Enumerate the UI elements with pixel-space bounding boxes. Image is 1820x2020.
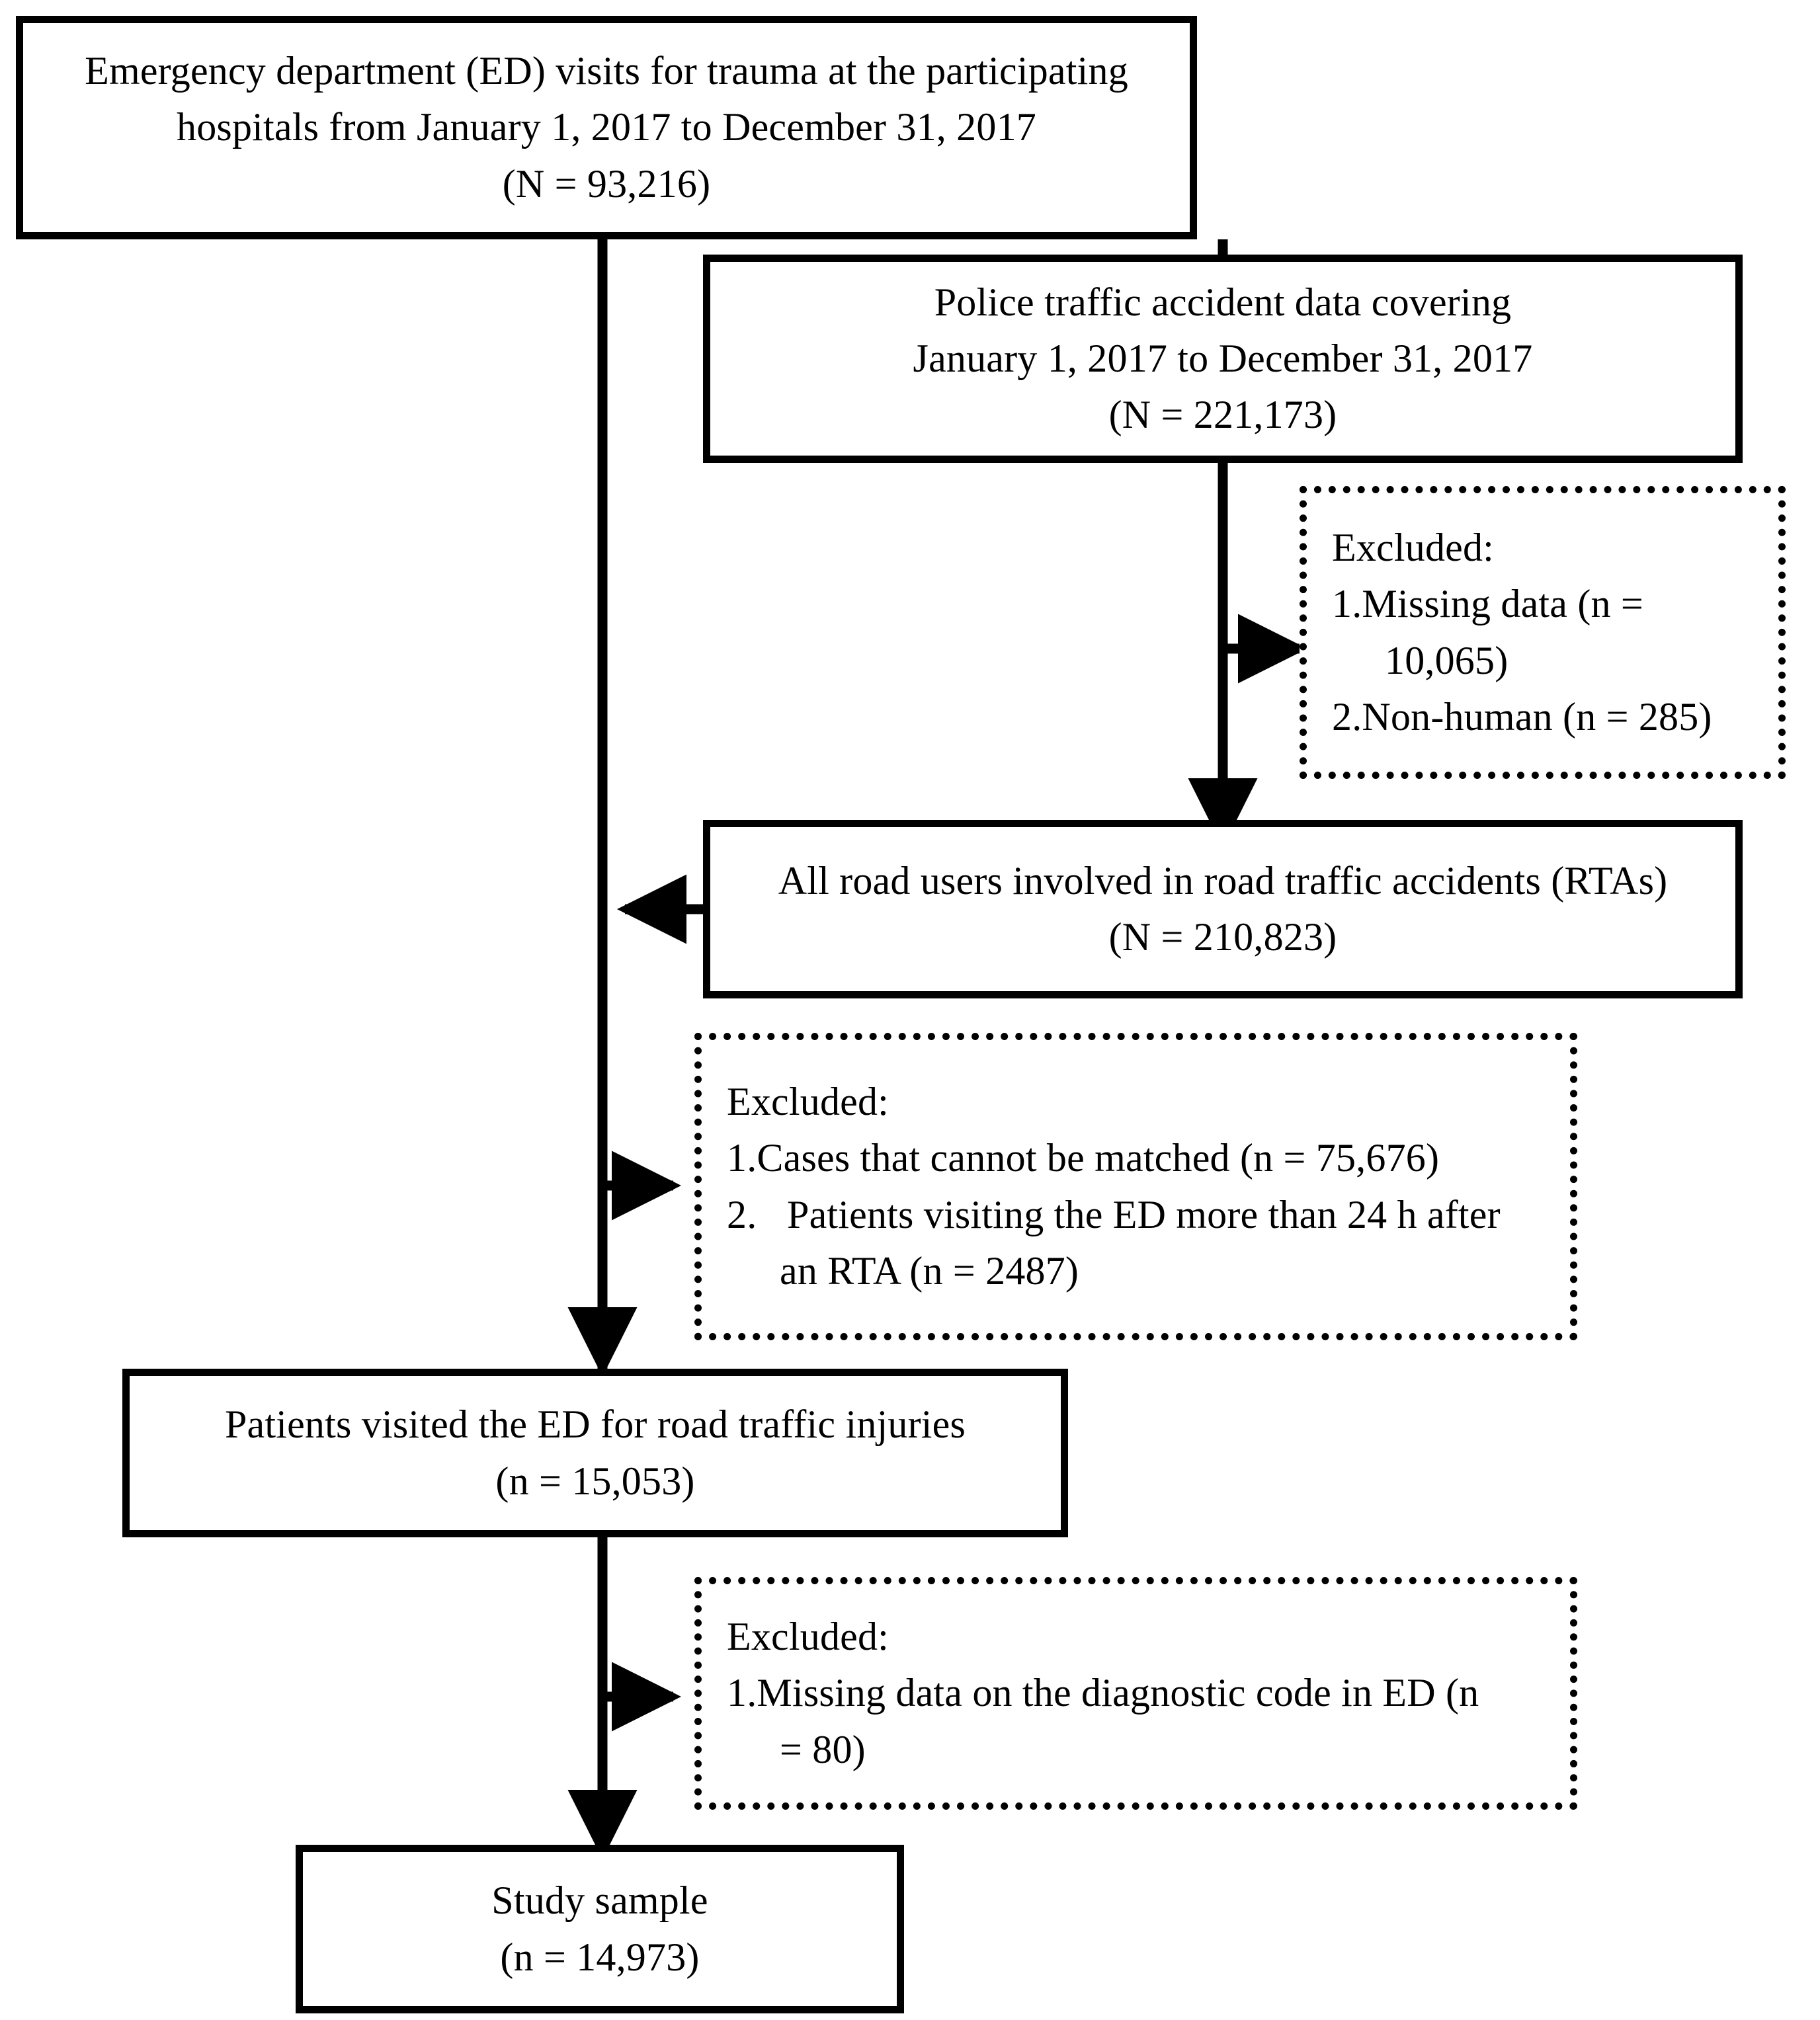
node-excluded-2-line-3: 2. Patients visiting the ED more than 24… xyxy=(727,1192,1501,1236)
node-excluded-1-line-1: Excluded: xyxy=(1332,526,1495,570)
node-police-data-line-1: Police traffic accident data covering xyxy=(934,280,1512,324)
node-excluded-2-line-4: an RTA (n = 2487) xyxy=(780,1248,1079,1293)
node-ed-visits-line-1: Emergency department (ED) visits for tra… xyxy=(85,49,1128,93)
node-excluded-3: Excluded: 1.Missing data on the diagnost… xyxy=(694,1577,1577,1810)
node-rtas-line-2: (N = 210,823) xyxy=(1108,915,1337,959)
node-ed-visits-line-2: hospitals from January 1, 2017 to Decemb… xyxy=(177,105,1036,149)
node-ed-visits: Emergency department (ED) visits for tra… xyxy=(16,16,1197,239)
node-excluded-2-line-2: 1.Cases that cannot be matched (n = 75,6… xyxy=(727,1136,1440,1180)
node-ed-rti: Patients visited the ED for road traffic… xyxy=(122,1369,1068,1537)
node-excluded-1: Excluded: 1.Missing data (n = 10,065) 2.… xyxy=(1300,486,1786,779)
node-police-data-line-2: January 1, 2017 to December 31, 2017 xyxy=(913,336,1533,380)
node-police-data-line-3: (N = 221,173) xyxy=(1108,393,1337,437)
node-police-data: Police traffic accident data covering Ja… xyxy=(703,255,1743,463)
node-excluded-2-line-1: Excluded: xyxy=(727,1080,889,1124)
node-rtas-line-1: All road users involved in road traffic … xyxy=(778,858,1668,903)
node-excluded-3-line-2: 1.Missing data on the diagnostic code in… xyxy=(727,1671,1479,1715)
node-excluded-1-line-3: 10,065) xyxy=(1385,638,1509,682)
node-ed-rti-line-2: (n = 15,053) xyxy=(495,1459,695,1503)
node-excluded-1-line-4: 2.Non-human (n = 285) xyxy=(1332,694,1712,739)
node-rtas: All road users involved in road traffic … xyxy=(703,820,1743,998)
node-ed-rti-line-1: Patients visited the ED for road traffic… xyxy=(224,1402,966,1447)
node-study-sample-line-2: (n = 14,973) xyxy=(500,1935,700,1979)
node-excluded-3-line-3: = 80) xyxy=(780,1727,866,1771)
node-study-sample-line-1: Study sample xyxy=(491,1879,708,1923)
node-study-sample: Study sample (n = 14,973) xyxy=(296,1845,904,2013)
node-excluded-1-line-2: 1.Missing data (n = xyxy=(1332,582,1643,626)
node-ed-visits-line-3: (N = 93,216) xyxy=(502,161,711,206)
node-excluded-2: Excluded: 1.Cases that cannot be matched… xyxy=(694,1033,1577,1340)
node-excluded-3-line-1: Excluded: xyxy=(727,1615,889,1659)
